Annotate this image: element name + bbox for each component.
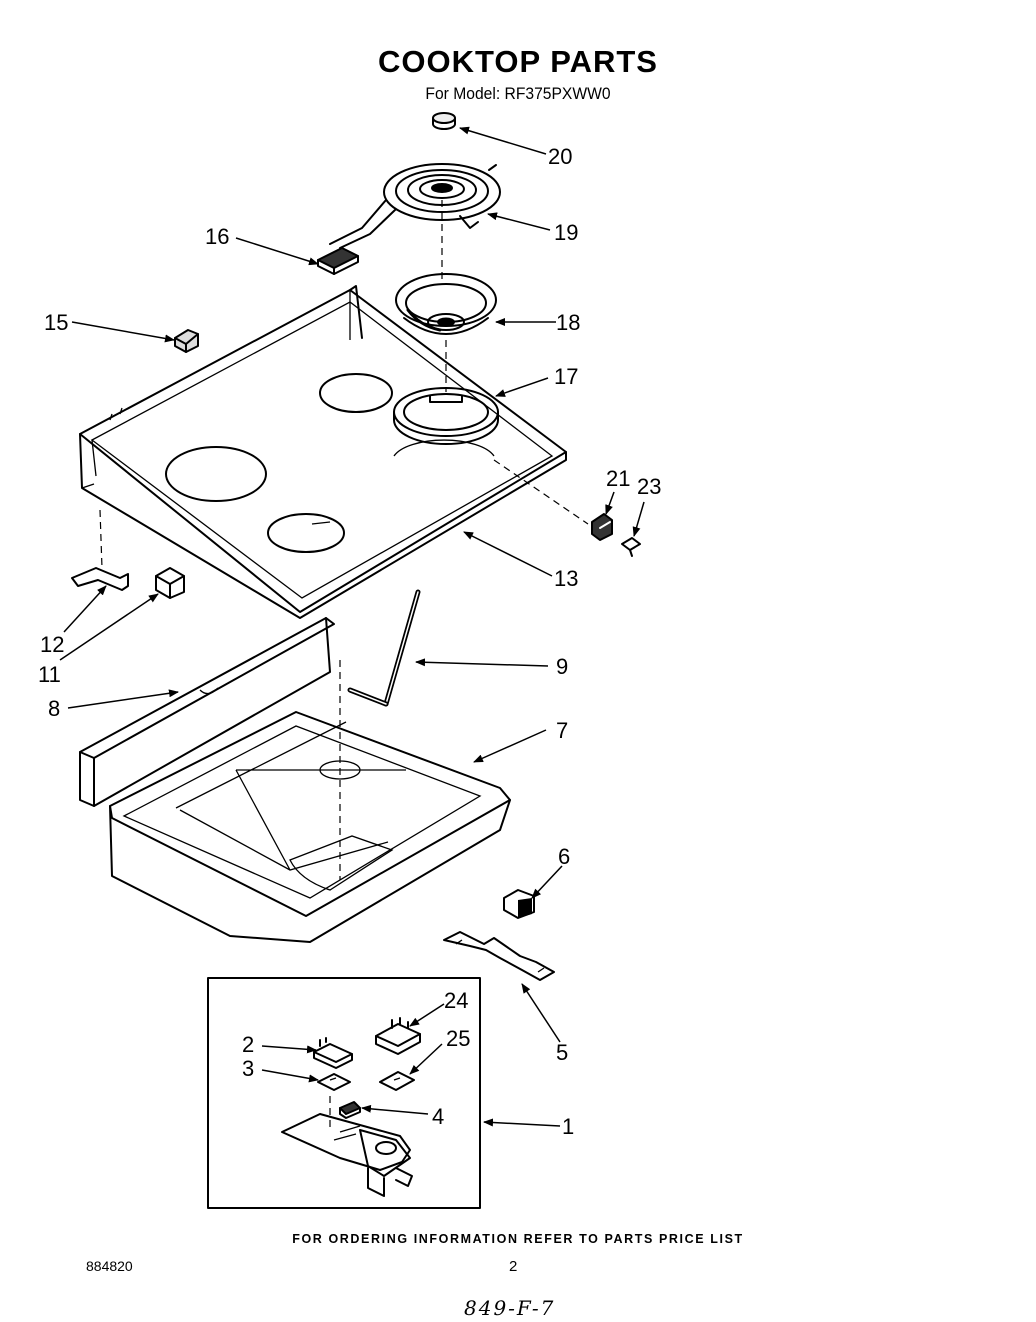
part-8-channel bbox=[79, 617, 335, 807]
part-2-switch bbox=[313, 1037, 353, 1069]
callout-12: 12 bbox=[40, 632, 64, 657]
model-subtitle: For Model: RF375PXWW0 bbox=[425, 84, 611, 103]
callout-18: 18 bbox=[556, 310, 580, 335]
callout-20: 20 bbox=[548, 144, 572, 169]
part-7-burner-box bbox=[109, 660, 511, 943]
callout-3: 3 bbox=[242, 1056, 254, 1081]
ordering-info-note: FOR ORDERING INFORMATION REFER TO PARTS … bbox=[292, 1232, 744, 1246]
callout-19: 19 bbox=[554, 220, 578, 245]
page-title: COOKTOP PARTS bbox=[378, 44, 658, 79]
part-3-plate bbox=[317, 1073, 351, 1091]
callout-8: 8 bbox=[48, 696, 60, 721]
part-11-clip bbox=[155, 567, 185, 599]
handwritten-note: 849-F-7 bbox=[464, 1296, 556, 1320]
part-20-cap bbox=[432, 112, 456, 130]
part-9-rod bbox=[347, 589, 421, 707]
part-19-surface-element bbox=[329, 163, 501, 249]
callout-1: 1 bbox=[562, 1114, 574, 1139]
part-5-strap bbox=[443, 931, 555, 981]
part-18-drip-bowl bbox=[395, 273, 497, 335]
part-25-plate bbox=[379, 1071, 415, 1091]
part-13-cooktop bbox=[79, 285, 567, 619]
part-17-trim-ring bbox=[393, 387, 499, 445]
callout-5: 5 bbox=[556, 1040, 568, 1065]
callout-labels: 20 19 16 18 15 17 21 23 13 12 11 9 8 7 6… bbox=[38, 144, 661, 1139]
part-1-switch-kit-box bbox=[207, 977, 481, 1209]
page-number: 2 bbox=[509, 1258, 518, 1275]
callout-leader-lines bbox=[59, 126, 645, 1127]
callout-7: 7 bbox=[556, 718, 568, 743]
callout-21: 21 bbox=[606, 466, 630, 491]
part-16-terminal-block bbox=[317, 247, 359, 275]
callout-23: 23 bbox=[637, 474, 661, 499]
part-6-bracket bbox=[503, 889, 535, 919]
callout-6: 6 bbox=[558, 844, 570, 869]
callout-15: 15 bbox=[44, 310, 68, 335]
infinite-switch-assembly bbox=[281, 1096, 413, 1197]
part-15-clip bbox=[174, 329, 199, 353]
callout-25: 25 bbox=[446, 1026, 470, 1051]
callout-16: 16 bbox=[205, 224, 229, 249]
callout-2: 2 bbox=[242, 1032, 254, 1057]
callout-24: 24 bbox=[444, 988, 468, 1013]
part-4-clip bbox=[339, 1101, 361, 1119]
callout-11: 11 bbox=[38, 662, 61, 687]
part-12-bracket bbox=[71, 509, 129, 591]
callout-17: 17 bbox=[554, 364, 578, 389]
callout-9: 9 bbox=[556, 654, 568, 679]
document-number: 884820 bbox=[86, 1258, 133, 1274]
part-24-switch bbox=[375, 1017, 421, 1055]
part-23-screw bbox=[621, 537, 641, 557]
callout-13: 13 bbox=[554, 566, 578, 591]
part-21-clip bbox=[591, 513, 613, 541]
callout-4: 4 bbox=[432, 1104, 444, 1129]
